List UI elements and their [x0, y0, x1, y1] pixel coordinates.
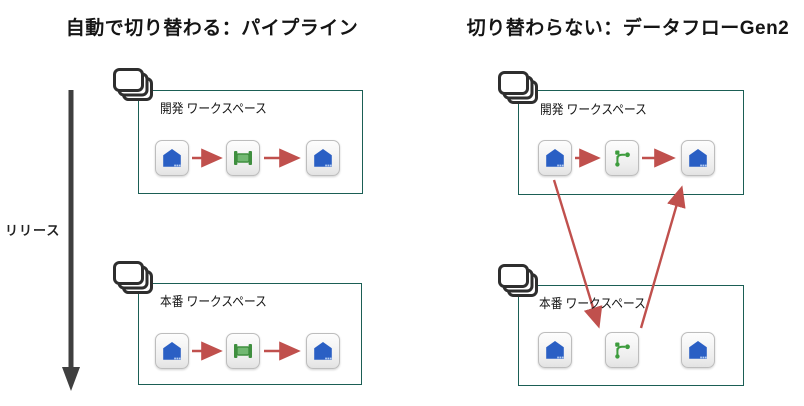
- lakehouse-icon: [155, 140, 189, 176]
- pipeline-icon: [226, 333, 260, 369]
- right-section-title: 切り替わらない：データフローGen2: [466, 18, 790, 39]
- left-section-title: 自動で切り替わる：パイプライン: [65, 18, 359, 39]
- lakehouse-icon: [538, 332, 572, 368]
- lakehouse-icon: [681, 140, 715, 176]
- lakehouse-icon: [306, 333, 340, 369]
- pipeline-icon: [226, 140, 260, 176]
- workspace-stack-icon: [113, 68, 153, 101]
- dataflow-gen2-icon: [605, 332, 639, 368]
- release-arrow: [62, 90, 80, 391]
- right-prod-workspace-label: 本番 ワークスペース: [539, 296, 646, 311]
- workspace-stack-icon: [498, 71, 538, 104]
- lakehouse-icon: [538, 140, 572, 176]
- release-label: リリース: [5, 223, 61, 238]
- lakehouse-icon: [306, 140, 340, 176]
- left-prod-workspace-label: 本番 ワークスペース: [160, 294, 267, 309]
- workspace-stack-icon: [113, 261, 153, 294]
- right-dev-workspace-label: 開発 ワークスペース: [540, 102, 647, 117]
- dataflow-gen2-icon: [605, 140, 639, 176]
- workspace-stack-icon: [498, 264, 538, 297]
- lakehouse-icon: [681, 332, 715, 368]
- lakehouse-icon: [155, 333, 189, 369]
- left-dev-workspace-label: 開発 ワークスペース: [160, 101, 267, 116]
